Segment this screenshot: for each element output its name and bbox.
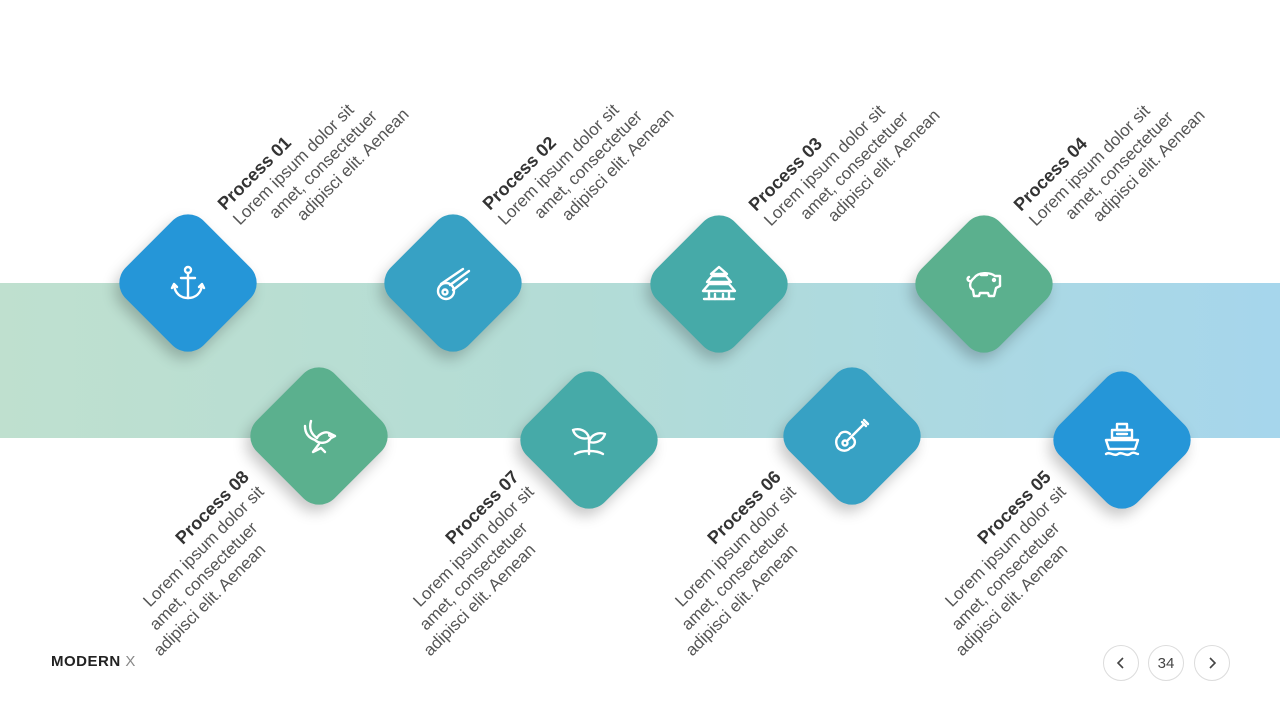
chevron-right-icon (1209, 657, 1217, 669)
comet-icon (433, 263, 473, 303)
chevron-left-icon (1116, 657, 1124, 669)
process-06-text: Process 06 Lorem ipsum dolor sit amet, c… (636, 466, 830, 660)
next-slide-button[interactable] (1194, 645, 1230, 681)
sprout-icon (569, 420, 609, 460)
process-02-text: Process 02 Lorem ipsum dolor sit amet, c… (478, 59, 678, 259)
brand-suffix: X (125, 653, 136, 670)
brand-logo: MODERN X (51, 653, 136, 670)
piggy-bank-icon (964, 264, 1004, 304)
prev-slide-button[interactable] (1103, 645, 1139, 681)
dove-icon (299, 416, 339, 456)
process-04-text: Process 04 Lorem ipsum dolor sit amet, c… (1009, 60, 1209, 260)
process-08-text: Process 08 Lorem ipsum dolor sit amet, c… (104, 466, 298, 660)
process-05-text: Process 05 Lorem ipsum dolor sit amet, c… (906, 466, 1100, 660)
process-03-text: Process 03 Lorem ipsum dolor sit amet, c… (744, 60, 944, 260)
ship-icon (1102, 420, 1142, 460)
process-01-text: Process 01 Lorem ipsum dolor sit amet, c… (213, 59, 413, 259)
pagoda-icon (699, 264, 739, 304)
page-number: 34 (1148, 645, 1184, 681)
process-07-text: Process 07 Lorem ipsum dolor sit amet, c… (374, 466, 568, 660)
anchor-icon (168, 263, 208, 303)
guitar-icon (832, 416, 872, 456)
brand-name: MODERN (51, 653, 121, 670)
